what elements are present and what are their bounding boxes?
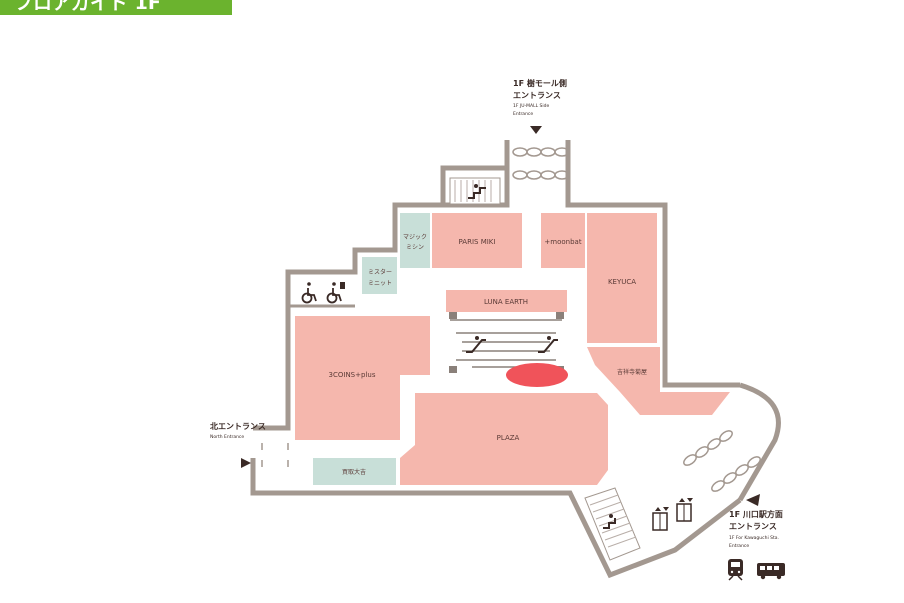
store-label-kaitori: 買取大吉 (342, 468, 366, 476)
store-luna-earth[interactable] (446, 290, 567, 312)
stairs-icon (603, 514, 616, 529)
entrance-arrow-icon (241, 458, 251, 468)
service-label-magic-1: マジック (403, 234, 427, 241)
service-label-mister-1: ミスター (368, 268, 392, 276)
escalator-icon (466, 336, 486, 353)
current-location-marker (506, 363, 568, 387)
store-kaitori-daikichi[interactable] (313, 458, 396, 485)
bus-icon (757, 563, 785, 580)
south-entrance-doors (683, 430, 761, 492)
north-entrance-title: 北エントランス (210, 421, 266, 431)
south-entrance-en-1: 1F For Kawaguchi Sta. (729, 535, 779, 541)
escalator-icon (538, 336, 558, 353)
store-label-keyuca: KEYUCA (608, 278, 636, 286)
stairs-icon (468, 184, 486, 199)
store-keyuca[interactable] (587, 213, 657, 343)
store-moonbat[interactable] (541, 213, 585, 268)
top-entrance-en-1: 1F JU-MALL Side (513, 103, 549, 109)
elevator-icon (652, 507, 669, 531)
store-kichijoji[interactable] (587, 347, 730, 415)
service-label-mister-2: ミニット (368, 280, 392, 287)
top-entrance-doors (512, 147, 570, 180)
accessible-toilet-icon (326, 282, 345, 304)
top-entrance-title-2: エントランス (513, 91, 561, 100)
store-label-paris-miki: PARIS MIKI (459, 238, 496, 246)
south-entrance-title-2: エントランス (729, 522, 777, 531)
store-paris-miki[interactable] (432, 213, 522, 268)
wheelchair-icon (301, 282, 317, 304)
store-label-3coins-plus: 3COINS+plus (329, 371, 376, 379)
stairs-top (449, 177, 501, 205)
train-icon (728, 559, 743, 581)
entrance-arrow-icon (746, 494, 760, 506)
store-label-plaza: PLAZA (497, 434, 520, 442)
store-3coins-plus[interactable] (295, 316, 430, 440)
north-entrance-doors (261, 443, 289, 467)
building-walls (250, 140, 781, 579)
store-plaza[interactable] (400, 393, 608, 485)
top-entrance-en-2: Entrance (513, 111, 533, 117)
floor-guide-banner: フロアガイド 1F (0, 0, 232, 15)
entrance-arrow-icon (530, 126, 542, 134)
service-magic-mishin[interactable] (400, 213, 430, 268)
south-entrance-title-1: 1F 川口駅方面 (729, 509, 783, 519)
store-label-luna-earth: LUNA EARTH (484, 298, 528, 306)
top-entrance-title-1: 1F 樹モール側 (513, 78, 567, 88)
north-entrance-en: North Entrance (210, 434, 244, 440)
store-label-moonbat: +moonbat (544, 238, 581, 246)
elevator-icon (676, 498, 693, 522)
store-label-kichijoji: 吉祥寺菊屋 (617, 368, 647, 376)
stairs-bottom (584, 487, 641, 561)
service-mister-minit[interactable] (362, 257, 397, 294)
south-entrance-en-2: Entrance (729, 543, 749, 549)
service-label-magic-2: ミシン (406, 244, 424, 251)
